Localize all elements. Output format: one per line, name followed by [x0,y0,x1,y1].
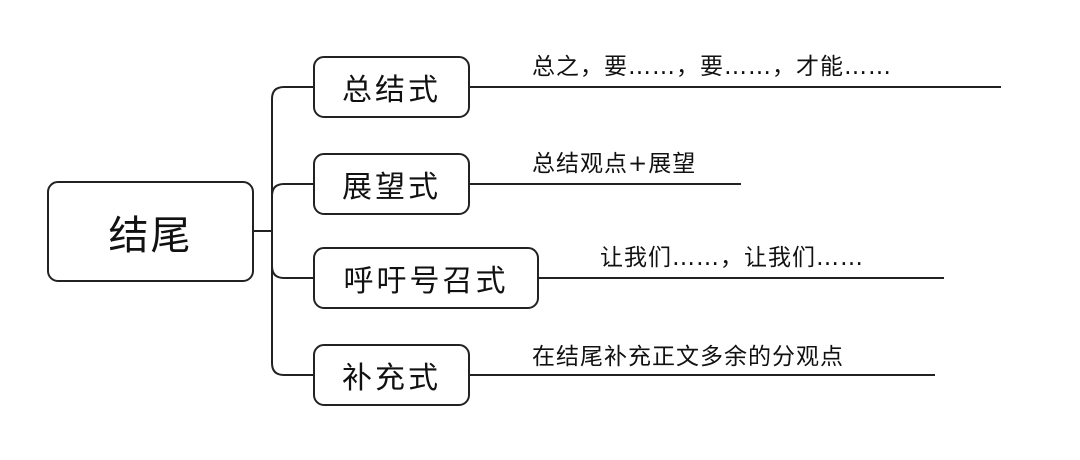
connector-branch-1 [271,183,313,197]
connector-branch-2 [271,265,313,279]
branch-note: 总结观点+展望 [532,151,697,177]
branch-label: 补充式 [342,361,441,396]
branch-label: 总结式 [342,73,441,108]
branch-node-summary: 总结式 [313,56,470,118]
root-node: 结尾 [47,181,254,282]
root-label: 结尾 [108,212,193,259]
branch-node-outlook: 展望式 [313,153,470,215]
branch-node-supplement: 补充式 [313,344,470,406]
branch-note: 在结尾补充正文多余的分观点 [532,344,844,370]
connector-branch-0 [271,86,313,231]
branch-label: 呼吁号召式 [343,264,509,299]
branch-node-appeal: 呼吁号召式 [313,247,539,309]
branch-label: 展望式 [342,170,441,205]
connector-branch-3 [271,231,313,376]
branch-note: 让我们……，让我们…… [600,245,864,271]
branch-note: 总之，要……，要……，才能…… [532,54,892,80]
